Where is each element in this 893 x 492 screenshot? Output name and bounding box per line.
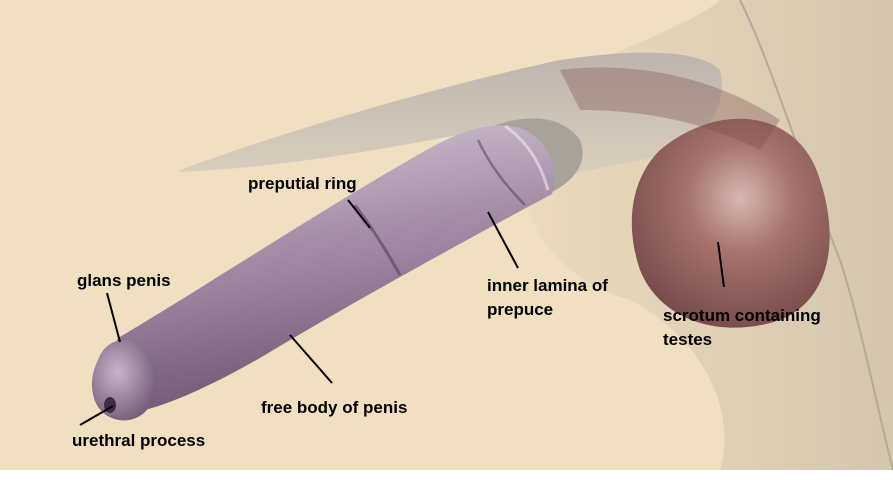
label-scrotum-line1: scrotum containing bbox=[663, 306, 821, 325]
label-inner-lamina-line1: inner lamina of bbox=[487, 276, 608, 295]
label-preputial-ring: preputial ring bbox=[248, 174, 357, 193]
label-scrotum-line2: testes bbox=[663, 330, 712, 349]
label-inner-lamina-line2: prepuce bbox=[487, 300, 553, 319]
label-glans-penis: glans penis bbox=[77, 271, 171, 290]
label-urethral-process: urethral process bbox=[72, 431, 205, 450]
scrotum bbox=[632, 119, 830, 328]
label-free-body: free body of penis bbox=[261, 398, 407, 417]
